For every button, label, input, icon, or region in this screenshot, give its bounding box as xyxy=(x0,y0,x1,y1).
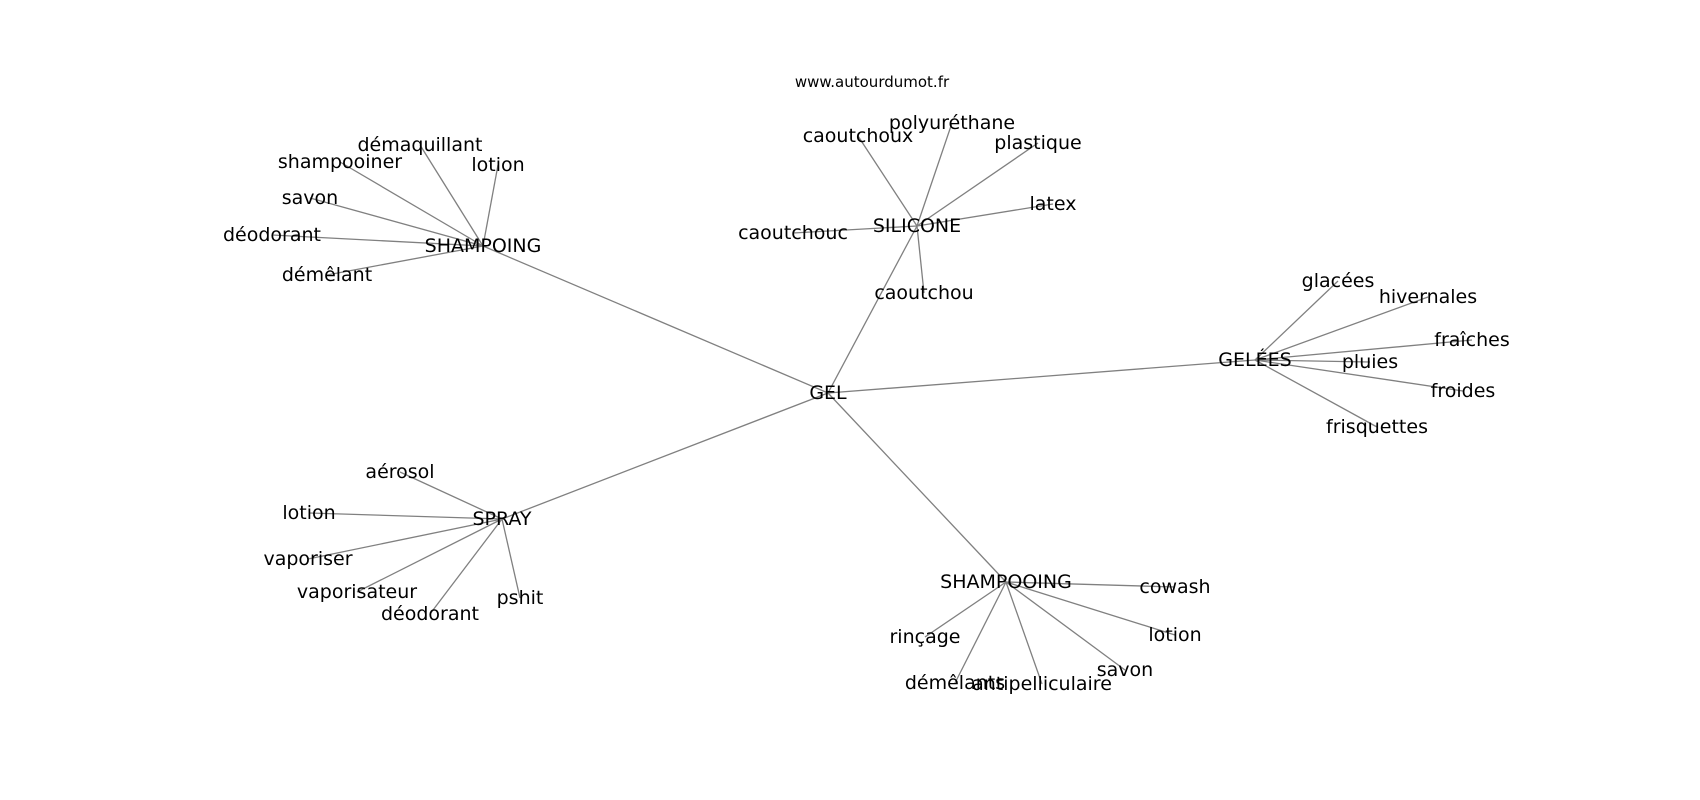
edge-hub-to-leaf xyxy=(916,225,925,294)
leaf-node-label[interactable]: hivernales xyxy=(1379,286,1477,308)
leaf-node-label[interactable]: déodorant xyxy=(223,224,321,246)
leaf-node-label[interactable]: shampooiner xyxy=(278,151,402,173)
edge-center-to-hub xyxy=(482,245,829,394)
edge-hub-to-leaf xyxy=(1254,339,1473,361)
leaf-node-label[interactable]: pshit xyxy=(497,587,544,609)
leaf-node-label[interactable]: démêlants xyxy=(905,672,1005,694)
edge-hub-to-leaf xyxy=(1254,280,1339,361)
edge-hub-to-leaf xyxy=(954,581,1007,684)
edge-center-to-hub xyxy=(827,225,918,394)
hub-node-label[interactable]: GELÉES xyxy=(1218,348,1291,371)
leaf-node-label[interactable]: savon xyxy=(282,187,338,209)
edge-hub-to-leaf xyxy=(916,203,1054,227)
edge-hub-to-leaf xyxy=(916,142,1039,227)
leaf-node-label[interactable]: froides xyxy=(1431,380,1496,402)
leaf-node-label[interactable]: vaporiser xyxy=(263,548,352,570)
edge-hub-to-leaf xyxy=(857,135,918,227)
edge-center-to-hub xyxy=(827,359,1256,394)
leaf-node-label[interactable]: polyuréthane xyxy=(889,112,1015,134)
leaf-node-label[interactable]: rinçage xyxy=(890,626,961,648)
leaf-node-label[interactable]: frisquettes xyxy=(1326,416,1428,438)
edge-hub-to-leaf xyxy=(1005,581,1126,671)
leaf-node-label[interactable]: plastique xyxy=(994,132,1081,154)
edge-hub-to-leaf xyxy=(1254,296,1429,361)
edge-hub-to-leaf xyxy=(309,197,484,247)
leaf-node-label[interactable]: démêlant xyxy=(282,264,372,286)
leaf-node-label[interactable]: caoutchouc xyxy=(738,222,848,244)
edge-hub-to-leaf xyxy=(399,471,503,520)
edge-hub-to-leaf xyxy=(307,518,503,560)
hub-node-label[interactable]: SILICONE xyxy=(873,215,961,237)
leaf-node-label[interactable]: lotion xyxy=(471,154,524,176)
leaf-node-label[interactable]: aérosol xyxy=(365,461,434,483)
edge-hub-to-leaf xyxy=(1005,581,1176,588)
leaf-node-label[interactable]: lotion xyxy=(282,502,335,524)
leaf-node-label[interactable]: antipelliculaire xyxy=(972,673,1112,695)
center-node-label[interactable]: GEL xyxy=(809,382,847,404)
edge-hub-to-leaf xyxy=(501,518,521,599)
source-url: www.autourdumot.fr xyxy=(795,73,950,91)
hub-node-label[interactable]: SHAMPOOING xyxy=(940,571,1072,593)
edge-hub-to-leaf xyxy=(429,518,503,615)
leaf-node-label[interactable]: savon xyxy=(1097,659,1153,681)
edge-hub-to-leaf xyxy=(1254,359,1371,363)
edge-hub-to-leaf xyxy=(271,234,484,247)
leaf-node-label[interactable]: démaquillant xyxy=(358,134,483,156)
edge-hub-to-leaf xyxy=(924,581,1007,638)
edge-hub-to-leaf xyxy=(308,512,503,520)
hub-node-label[interactable]: SPRAY xyxy=(472,508,531,530)
edge-hub-to-leaf xyxy=(339,161,484,247)
leaf-node-label[interactable]: latex xyxy=(1030,193,1077,215)
leaf-node-label[interactable]: vaporisateur xyxy=(297,581,417,603)
leaf-node-label[interactable]: caoutchoux xyxy=(803,125,914,147)
leaf-node-label[interactable]: lotion xyxy=(1148,624,1201,646)
leaf-node-label[interactable]: glacées xyxy=(1302,270,1375,292)
edge-hub-to-leaf xyxy=(419,144,484,247)
leaf-node-label[interactable]: fraîches xyxy=(1434,329,1510,351)
graph-edges xyxy=(271,122,1473,685)
hub-node-label[interactable]: SHAMPOING xyxy=(425,235,542,257)
leaf-node-label[interactable]: pluies xyxy=(1342,351,1398,373)
edge-hub-to-leaf xyxy=(792,225,918,234)
edge-hub-to-leaf xyxy=(1254,359,1378,428)
edge-hub-to-leaf xyxy=(916,122,953,227)
edge-hub-to-leaf xyxy=(1254,359,1464,392)
edge-center-to-hub xyxy=(827,392,1007,583)
edge-hub-to-leaf xyxy=(326,245,484,276)
edge-hub-to-leaf xyxy=(482,164,499,247)
leaf-node-label[interactable]: cowash xyxy=(1139,576,1210,598)
edge-hub-to-leaf xyxy=(356,518,503,593)
edge-hub-to-leaf xyxy=(1005,581,1176,636)
leaf-node-label[interactable]: caoutchou xyxy=(874,282,973,304)
edge-center-to-hub xyxy=(501,392,829,520)
edge-hub-to-leaf xyxy=(1005,581,1043,685)
leaf-node-label[interactable]: déodorant xyxy=(381,603,479,625)
